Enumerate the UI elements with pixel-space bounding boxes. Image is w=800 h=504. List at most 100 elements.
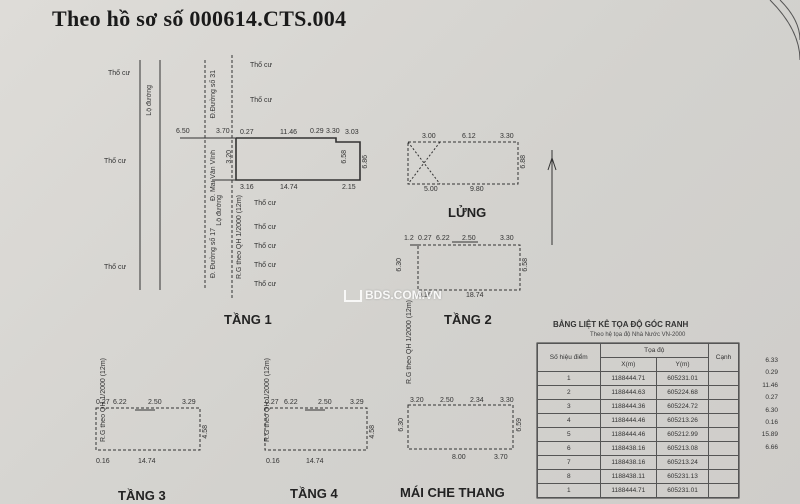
cell-x: 1188438.16 bbox=[599, 441, 658, 456]
dimension: 2.34 bbox=[470, 397, 484, 404]
dimension: 2.15 bbox=[342, 184, 356, 191]
neighbor-label: Thổ cư bbox=[254, 200, 277, 207]
edge-value: 0.27 bbox=[765, 394, 778, 402]
cell-edge bbox=[708, 399, 739, 414]
edge-value: 0.16 bbox=[765, 419, 778, 427]
edge-lengths: 6.33 0.29 11.46 0.27 6.30 0.16 15.89 6.6… bbox=[752, 355, 778, 454]
cell-id: 8 bbox=[537, 469, 601, 484]
cell-id: 1 bbox=[537, 371, 601, 386]
dimension: 3.30 bbox=[500, 235, 514, 242]
edge-value: 15.89 bbox=[761, 431, 778, 439]
dimension: 1.2 bbox=[404, 235, 414, 242]
dimension: 0.27 bbox=[265, 399, 279, 406]
cell-id: 4 bbox=[537, 413, 601, 428]
cell-y: 605231.01 bbox=[656, 483, 710, 498]
dimension: 14.74 bbox=[138, 458, 156, 465]
cell-edge bbox=[708, 441, 739, 456]
cell-edge bbox=[708, 455, 739, 470]
edge-value: 0.29 bbox=[765, 369, 778, 377]
document-title: Theo hồ sơ số 000614.CTS.004 bbox=[52, 6, 347, 31]
edge-value: 6.30 bbox=[765, 406, 778, 414]
cell-edge bbox=[708, 385, 739, 400]
edge-value: 6.66 bbox=[765, 443, 778, 451]
neighbor-label: Thổ cư bbox=[254, 243, 277, 250]
cell-x: 1188444.36 bbox=[599, 399, 658, 414]
street-label: Lộ đường bbox=[216, 195, 223, 226]
street-label: R.G theo QH 1/2000 (12m) bbox=[406, 300, 413, 385]
neighbor-label: Thổ cư bbox=[108, 70, 131, 77]
dimension: 11.46 bbox=[280, 129, 297, 136]
floor-label: MÁI CHE THANG bbox=[400, 485, 505, 500]
cell-y: 605212.99 bbox=[656, 427, 710, 442]
cell-id: 1 bbox=[537, 483, 601, 498]
cell-x: 1188444.63 bbox=[599, 385, 658, 400]
neighbor-label: Thổ cư bbox=[254, 262, 277, 269]
dimension: 3.29 bbox=[350, 399, 364, 406]
cell-edge bbox=[708, 371, 739, 386]
watermark-logo: BDS.COM.VN bbox=[344, 288, 442, 302]
cell-edge bbox=[708, 427, 739, 442]
dimension: 3.30 bbox=[326, 128, 340, 135]
cell-id: 5 bbox=[537, 427, 601, 442]
dimension: 6.22 bbox=[436, 235, 450, 242]
dimension: 6.50 bbox=[176, 128, 190, 135]
neighbor-label: Thổ cư bbox=[254, 281, 277, 288]
edge-value: 6.33 bbox=[765, 357, 778, 364]
floor-label: LỬNG bbox=[448, 205, 487, 220]
dimension: 6.30 bbox=[396, 258, 403, 272]
dimension: 0.27 bbox=[418, 235, 432, 242]
floor-label: TẦNG 3 bbox=[118, 488, 166, 503]
dimension: 0.16 bbox=[96, 458, 110, 465]
cell-x: 1188444.71 bbox=[599, 371, 658, 386]
neighbor-label: Thổ cư bbox=[104, 264, 127, 271]
header-x: X(m) bbox=[599, 357, 658, 372]
dimension: 3.20 bbox=[226, 150, 233, 164]
neighbor-label: Thổ cư bbox=[250, 97, 273, 104]
dimension: 6.22 bbox=[113, 399, 127, 406]
neighbor-label: Thổ cư bbox=[254, 224, 277, 231]
dimension: 3.70 bbox=[216, 128, 230, 135]
dimension: 6.86 bbox=[362, 155, 369, 169]
street-label: Lộ đường bbox=[146, 85, 153, 116]
dimension: 3.03 bbox=[345, 129, 359, 136]
cell-y: 605231.13 bbox=[656, 469, 710, 484]
dimension: 4.58 bbox=[369, 425, 376, 439]
cell-id: 3 bbox=[537, 399, 601, 414]
header-y: Y(m) bbox=[656, 357, 710, 372]
dimension: 6.58 bbox=[522, 258, 529, 272]
dimension: 3.16 bbox=[240, 184, 254, 191]
dimension: 2.50 bbox=[318, 399, 332, 406]
table-subtitle: Theo hệ tọa độ Nhà Nước VN-2000 bbox=[590, 332, 686, 338]
dimension: 6.12 bbox=[462, 133, 476, 140]
dimension: 6.58 bbox=[341, 150, 348, 164]
dimension: 3.70 bbox=[494, 454, 508, 461]
dimension: 3.20 bbox=[410, 397, 424, 404]
dimension: 2.50 bbox=[148, 399, 162, 406]
house-icon bbox=[344, 289, 362, 302]
dimension: 0.29 bbox=[310, 128, 324, 135]
floor-label: TẦNG 2 bbox=[444, 312, 492, 327]
dimension: 14.74 bbox=[306, 458, 324, 465]
street-label: Đ. Mai Văn Vĩnh bbox=[210, 150, 217, 201]
street-label: Đ. Đường số 17 bbox=[210, 228, 217, 279]
cell-x: 1188444.46 bbox=[599, 413, 658, 428]
dimension: 0.16 bbox=[418, 292, 432, 299]
cell-x: 1188444.46 bbox=[599, 427, 658, 442]
dimension: 6.22 bbox=[284, 399, 298, 406]
cell-y: 605213.26 bbox=[656, 413, 710, 428]
cell-id: 6 bbox=[537, 441, 601, 456]
dimension: 3.29 bbox=[182, 399, 196, 406]
cell-edge bbox=[708, 413, 739, 428]
header-edge: Cạnh bbox=[708, 343, 739, 372]
cell-y: 605231.01 bbox=[656, 371, 710, 386]
cell-id: 7 bbox=[537, 455, 601, 470]
cell-y: 605224.68 bbox=[656, 385, 710, 400]
